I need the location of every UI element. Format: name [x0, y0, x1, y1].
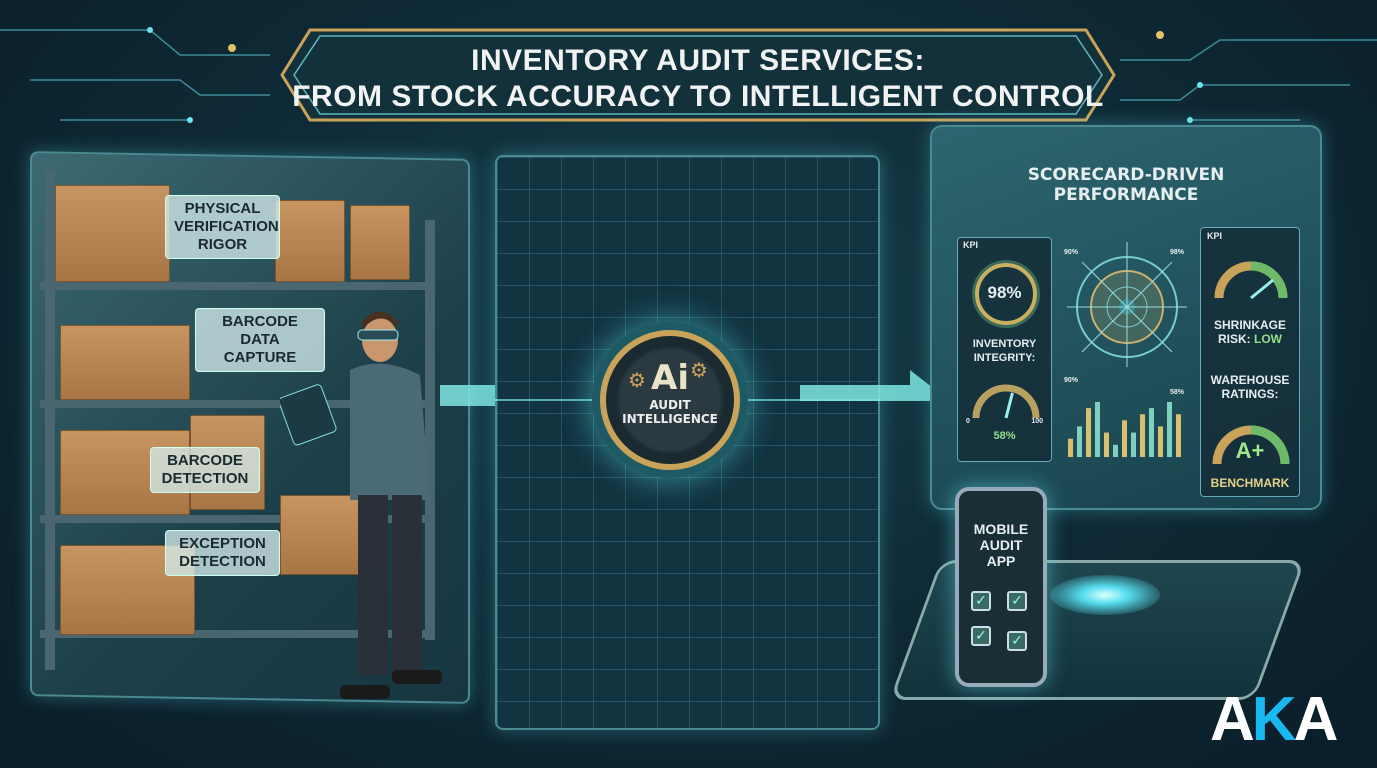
checkbox-checked-icon: ✓	[971, 626, 991, 646]
kpi-header: KPI	[963, 240, 979, 250]
mobile-line3: APP	[986, 553, 1016, 569]
flow-arrow-right	[800, 370, 942, 401]
gauge-min: 0	[966, 418, 970, 425]
ratings-label-line2: RATINGS:	[1221, 387, 1279, 401]
gear-icon: ⚙	[628, 368, 646, 392]
radar-label: 98%	[1170, 249, 1185, 256]
box	[350, 205, 410, 280]
bar	[1140, 414, 1145, 457]
bar	[1149, 408, 1154, 457]
radar-label: 90%	[1064, 249, 1079, 256]
shelf	[40, 400, 435, 408]
shelf-post	[425, 220, 435, 640]
bar	[1113, 444, 1118, 457]
banner-title-line1: INVENTORY AUDIT SERVICES:	[471, 44, 925, 77]
checkbox-checked-icon: ✓	[971, 591, 991, 611]
dashboard-title-line1: SCORECARD-DRIVEN	[1027, 165, 1225, 185]
label-barcode-data-capture: BARCODE DATA CAPTURE	[195, 308, 325, 372]
radar-chart	[1067, 242, 1187, 367]
shelf	[40, 515, 435, 523]
bar	[1122, 420, 1127, 457]
inventory-gauge	[972, 384, 1040, 419]
box	[280, 495, 360, 575]
banner-title-line2: FROM STOCK ACCURACY TO INTELLIGENT CONTR…	[292, 80, 1104, 113]
checkbox-checked-icon: ✓	[1007, 631, 1027, 651]
label-physical-verification: PHYSICAL VERIFICATION RIGOR	[165, 195, 280, 259]
bar-chart	[1068, 402, 1181, 457]
gauge-max: 100	[1031, 418, 1043, 425]
shrinkage-risk-value: LOW	[1254, 332, 1282, 346]
bar	[1167, 402, 1172, 457]
inventory-integrity-card: KPI 98% INVENTORY INTEGRITY: 0 100 58%	[957, 237, 1052, 462]
shrinkage-gauge	[1214, 261, 1288, 300]
inventory-integrity-ring-value: 98%	[987, 283, 1022, 302]
mobile-audit-app: MOBILE AUDIT APP ✓ ✓ ✓ ✓	[955, 487, 1047, 687]
box	[55, 185, 170, 282]
circuit-lines	[0, 27, 1377, 123]
ai-caption-line1: AUDIT	[649, 398, 691, 412]
checkbox-checked-icon: ✓	[1007, 591, 1027, 611]
inventory-label-line1: INVENTORY	[972, 338, 1037, 350]
inventory-gauge-value: 58%	[993, 430, 1016, 442]
bar	[1095, 402, 1100, 457]
label-barcode-detection: BARCODE DETECTION	[150, 447, 260, 493]
bar	[1158, 426, 1163, 457]
ratings-gauge	[1212, 425, 1290, 465]
auditor-figure	[280, 312, 442, 699]
shelf	[40, 282, 435, 290]
inventory-label-line2: INTEGRITY:	[973, 352, 1036, 364]
radar-label: 90%	[1064, 377, 1079, 384]
hologram-glow	[1050, 575, 1160, 615]
bar	[1104, 432, 1109, 457]
shelf	[40, 630, 435, 638]
kpi-header: KPI	[1207, 231, 1223, 241]
bar	[1077, 426, 1082, 457]
aka-logo: AKA	[1210, 685, 1338, 754]
bar	[1068, 438, 1073, 457]
bar	[1131, 432, 1136, 457]
bar	[1176, 414, 1181, 457]
ai-caption-line2: INTELLIGENCE	[622, 412, 718, 426]
title-banner: INVENTORY AUDIT SERVICES: FROM STOCK ACC…	[280, 28, 1116, 122]
gear-icon: ⚙	[690, 358, 708, 382]
ratings-label-line1: WAREHOUSE	[1210, 373, 1290, 387]
dashboard-title-line2: PERFORMANCE	[1053, 185, 1199, 205]
shelf-post	[45, 170, 55, 670]
shrinkage-label-line1: SHRINKAGE	[1213, 318, 1286, 332]
warehouse-grade: A+	[1235, 438, 1265, 463]
label-exception-detection: EXCEPTION DETECTION	[165, 530, 280, 576]
shrinkage-label-line2: RISK:	[1217, 332, 1251, 346]
box	[60, 325, 190, 400]
ai-audit-intelligence-emblem: Ai AUDIT INTELLIGENCE	[600, 330, 740, 470]
ai-mark: Ai	[651, 358, 689, 398]
box	[275, 200, 345, 282]
benchmark-label: BENCHMARK	[1210, 476, 1290, 490]
mobile-line2: AUDIT	[979, 537, 1023, 553]
banner-frame	[280, 28, 1116, 122]
mobile-line1: MOBILE	[973, 521, 1029, 537]
radar-label: 58%	[1170, 389, 1185, 396]
bar	[1086, 408, 1091, 457]
